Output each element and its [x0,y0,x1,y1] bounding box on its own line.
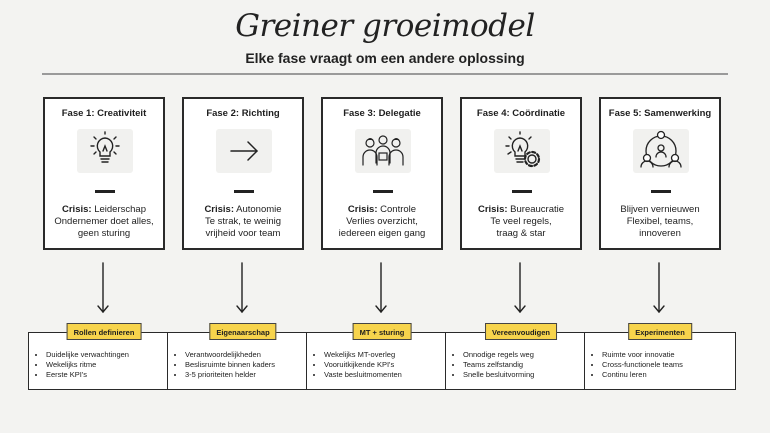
crisis-value: Bureaucratie [510,204,565,215]
crisis-value: Controle [380,204,417,215]
description-line: Te veel regels, [490,216,552,227]
action-box-3: MT + sturing Wekelijks MT-overleg Voorui… [306,323,458,390]
phase-description: Crisis: Autonomie Te strak, te weinig vr… [188,204,298,240]
list-item: Onnodige regels weg [463,350,594,360]
description-line: Ondernemer doet alles, [54,216,154,227]
list-item: Eerste KPI's [46,370,177,380]
action-list: Wekelijks MT-overleg Vooruitkijkende KPI… [307,350,455,380]
list-item: 3-5 prioriteiten helder [185,370,316,380]
action-tag: Eigenaarschap [209,323,277,340]
card-divider [373,190,393,193]
network-people-icon [633,129,689,173]
list-item: Beslisruimte binnen kaders [185,360,316,370]
description-line: Blijven vernieuwen [620,204,700,215]
arrow-down-icon [236,262,248,314]
action-list: Duidelijke verwachtingen Wekelijks ritme… [29,350,177,380]
action-box-1: Rollen definieren Duidelijke verwachting… [28,323,180,390]
page-title: Greiner groeimodel [235,8,535,44]
phase-title: Fase 1: Creativiteit [61,108,147,119]
list-item: Teams zelfstandig [463,360,594,370]
phase-card-3: Fase 3: Delegatie Crisis: Controle Verli… [321,97,443,250]
crisis-value: Autonomie [236,204,282,215]
list-item: Verantwoordelijkheden [185,350,316,360]
lightbulb-gear-icon [494,129,550,173]
phase-description: Crisis: Leiderschap Ondernemer doet alle… [49,204,159,240]
arrow-right-icon [216,129,272,173]
list-item: Wekelijks MT-overleg [324,350,455,360]
description-line: innoveren [639,228,681,239]
phase-title: Fase 3: Delegatie [343,108,421,119]
description-line: Verlies overzicht, [346,216,418,227]
page-subtitle: Elke fase vraagt om een andere oplossing [245,50,525,66]
list-item: Continu leren [602,370,733,380]
description-line: iedereen eigen gang [338,228,426,239]
crisis-label: Crisis: [477,204,508,215]
list-item: Vooruitkijkende KPI's [324,360,455,370]
phase-title: Fase 2: Richting [206,108,280,119]
arrow-down-icon [97,262,109,314]
card-divider [651,190,671,193]
arrow-down-icon [375,262,387,314]
phase-card-2: Fase 2: Richting Crisis: Autonomie Te st… [182,97,304,250]
crisis-value: Leiderschap [94,204,146,215]
phase-title: Fase 4: Coördinatie [476,108,566,119]
list-item: Wekelijks ritme [46,360,177,370]
list-item: Snelle besluitvorming [463,370,594,380]
description-line: traag & star [496,228,546,239]
phase-card-4: Fase 4: Coördinatie Crisis: Bureaucratie… [460,97,582,250]
crisis-label: Crisis: [62,204,92,215]
action-tag: Experimenten [628,323,692,340]
action-tag: MT + sturing [352,323,412,340]
action-list: Verantwoordelijkheden Beslisruimte binne… [168,350,316,380]
lightbulb-icon [77,129,133,173]
phase-title: Fase 5: Samenwerking [608,108,712,119]
phase-card-5: Fase 5: Samenwerking Blijven vernieuwen … [599,97,721,250]
arrow-down-icon [514,262,526,314]
action-box-2: Eigenaarschap Verantwoordelijkheden Besl… [167,323,319,390]
description-line: geen sturing [77,228,131,239]
card-divider [512,190,532,193]
phase-card-1: Fase 1: Creativiteit Crisis: Leiderschap… [43,97,165,250]
team-people-icon [355,129,411,173]
action-list: Onnodige regels weg Teams zelfstandig Sn… [446,350,594,380]
list-item: Vaste besluitmomenten [324,370,455,380]
card-divider [95,190,115,193]
list-item: Cross-functionele teams [602,360,733,370]
list-item: Duidelijke verwachtingen [46,350,177,360]
action-box-5: Experimenten Ruimte voor innovatie Cross… [584,323,736,390]
list-item: Ruimte voor innovatie [602,350,733,360]
description-line: vrijheid voor team [205,228,281,239]
crisis-label: Crisis: [347,204,378,215]
action-list: Ruimte voor innovatie Cross-functionele … [585,350,733,380]
phase-description: Crisis: Bureaucratie Te veel regels, tra… [466,204,576,240]
arrow-down-icon [653,262,665,314]
crisis-label: Crisis: [204,204,235,215]
card-divider [234,190,254,193]
description-line: Flexibel, teams, [626,216,694,227]
action-box-4: Vereenvoudigen Onnodige regels weg Teams… [445,323,597,390]
phase-description: Crisis: Controle Verlies overzicht, iede… [327,204,437,240]
action-tag: Rollen definieren [66,323,142,340]
description-line: Te strak, te weinig [204,216,282,227]
phase-description: Blijven vernieuwen Flexibel, teams, inno… [605,204,715,240]
header-divider [42,73,728,75]
action-tag: Vereenvoudigen [485,323,557,340]
